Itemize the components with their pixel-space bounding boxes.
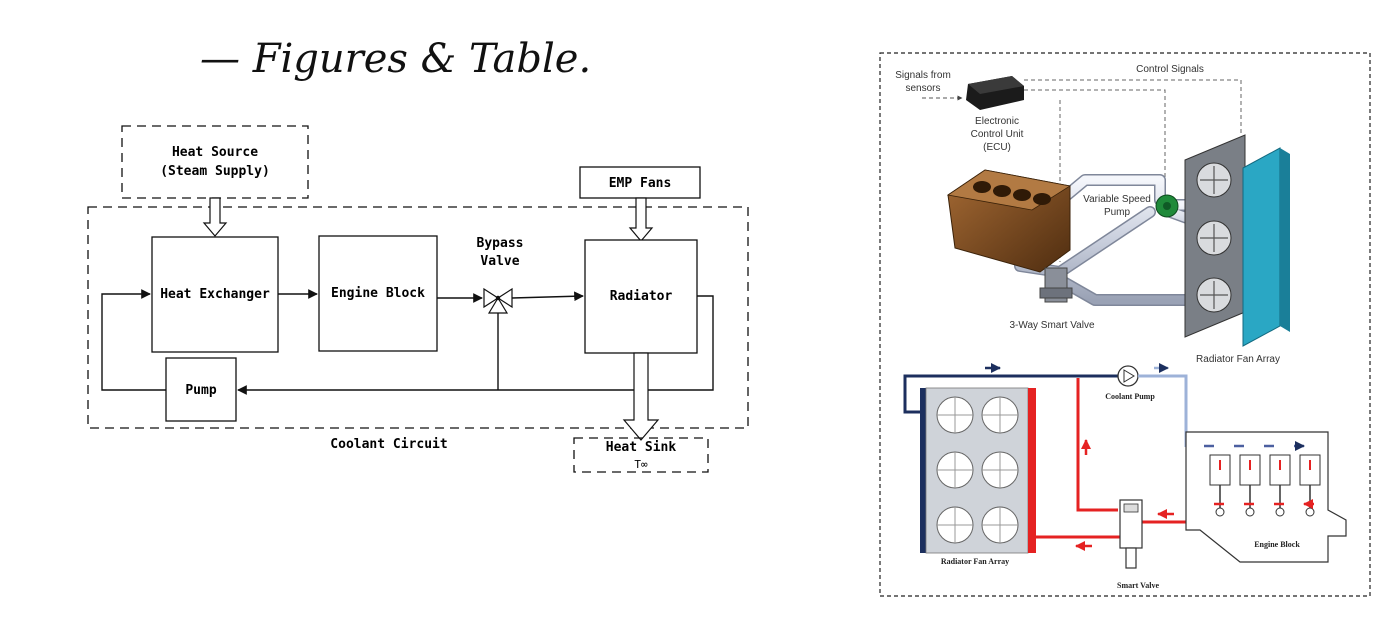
- flow-valve-to-radiator: [511, 291, 584, 302]
- heat-exchanger-box: [151, 236, 279, 353]
- page-title: — Figures & Table.: [200, 36, 591, 82]
- smart-valve-icon: [1119, 499, 1143, 569]
- system-3d-illustration: Signals from sensors Electronic Control …: [895, 64, 1290, 365]
- heat-sink-temp: T∞: [634, 458, 648, 471]
- ecu-label-2: Control Unit: [971, 129, 1024, 140]
- heat-source-sublabel: (Steam Supply): [160, 164, 270, 179]
- coolant-pump-arrow-icon: [1123, 369, 1135, 383]
- control-line-pump: [1024, 89, 1166, 185]
- coolant-schematic: Coolant Pump Radiator Fan Array: [903, 363, 1347, 590]
- engine-block-label: Engine Block: [331, 286, 425, 301]
- heat-input-arrow: [202, 197, 228, 237]
- engine-block-box: [318, 235, 438, 352]
- radiator-fan-array-2d-icon: [920, 387, 1036, 554]
- hot-bypass-line: [1076, 378, 1118, 512]
- cold-return-line: [903, 374, 1078, 414]
- control-line-fans: [1024, 79, 1242, 135]
- ecu-label-1: Electronic: [975, 116, 1019, 127]
- variable-speed-pump-icon: [1155, 194, 1179, 218]
- radiator-fan-array-2d-label: Radiator Fan Array: [941, 557, 1009, 566]
- heat-sink-label: Heat Sink: [606, 440, 677, 455]
- radiator-fan-array-3d-icon: [1184, 134, 1290, 347]
- heat-source-box: [121, 125, 309, 199]
- fan-air-arrow: [628, 197, 654, 242]
- control-signals-label: Control Signals: [1136, 64, 1204, 75]
- variable-speed-pump-sublabel: Pump: [1104, 207, 1131, 218]
- three-way-valve-label: 3-Way Smart Valve: [1009, 320, 1094, 331]
- radiator-fan-array-label: Radiator Fan Array: [1196, 354, 1280, 365]
- ecu-icon: [966, 76, 1024, 110]
- bypass-valve-sublabel: Valve: [480, 254, 519, 269]
- signals-from-sensors-label: Signals from: [895, 70, 951, 81]
- pump-label: Pump: [185, 383, 216, 398]
- heat-source-label: Heat Source: [172, 145, 258, 160]
- coolant-pump-label: Coolant Pump: [1105, 392, 1155, 401]
- smart-valve-label: Smart Valve: [1117, 581, 1159, 590]
- heat-sink-box: [573, 437, 709, 473]
- ecu-label-3: (ECU): [983, 142, 1011, 153]
- signals-from-sensors-sublabel: sensors: [905, 83, 940, 94]
- heat-sink-arrow: [622, 352, 660, 441]
- variable-speed-pump-label: Variable Speed: [1083, 194, 1151, 205]
- coolant-circuit-diagram: Heat Source (Steam Supply) EMP Fans Heat…: [87, 125, 749, 473]
- engine-block-3d-icon: [946, 169, 1072, 273]
- pump-to-engine-line: [1138, 374, 1188, 447]
- flow-return-to-pump: [237, 295, 714, 395]
- three-way-valve-icon: [1039, 267, 1073, 303]
- coolant-circuit-label: Coolant Circuit: [330, 437, 447, 452]
- engine-block-2d-label: Engine Block: [1254, 540, 1300, 549]
- flow-pump-to-hx: [101, 289, 166, 391]
- heat-exchanger-label: Heat Exchanger: [160, 287, 270, 302]
- engine-block-2d-icon: [1185, 431, 1347, 563]
- bypass-valve-icon: [483, 287, 513, 314]
- emp-fans-label: EMP Fans: [609, 176, 672, 191]
- radiator-label: Radiator: [610, 289, 673, 304]
- coolant-circuit-boundary: [87, 206, 749, 429]
- bypass-valve-label: Bypass: [477, 236, 524, 251]
